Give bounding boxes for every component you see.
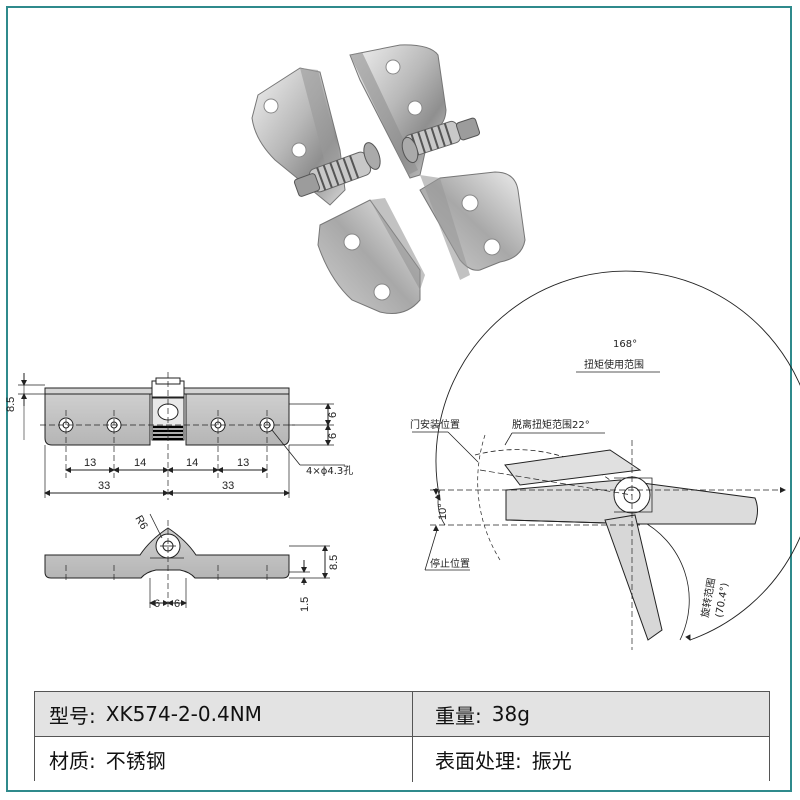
dim-offset-left: 6	[154, 598, 160, 610]
door-position-label: 门安装位置	[410, 418, 460, 431]
dim-offset-right: 6	[174, 598, 180, 610]
weight-label: 重量:	[435, 703, 482, 728]
finish-cell: 表面处理: 振光	[435, 737, 572, 782]
model-label: 型号:	[49, 703, 96, 728]
dim-half-right: 33	[222, 480, 234, 492]
dim-height-total: 8.5	[5, 397, 17, 412]
weight-value: 38g	[491, 702, 530, 726]
dim-thickness: 1.5	[299, 597, 311, 612]
model-value: XK574-2-0.4NM	[105, 702, 262, 726]
material-label: 材质:	[49, 749, 96, 773]
stop-label: 停止位置	[430, 557, 470, 570]
spec-table: 型号: XK574-2-0.4NM 重量: 38g 材质: 不锈钢 表面处理: …	[34, 691, 770, 782]
dim-hole-b: 14	[134, 457, 146, 469]
angle-diagram	[412, 270, 800, 650]
holes-note: 4×ϕ4.3孔	[306, 465, 353, 477]
finish-value: 振光	[531, 749, 572, 773]
spec-row-2: 材质: 不锈钢 表面处理: 振光	[35, 737, 769, 782]
spec-divider	[412, 692, 413, 782]
dim-side-height: 8.5	[328, 555, 340, 570]
dim-vert-top: 6	[327, 412, 339, 418]
hinge-photo	[251, 44, 526, 314]
spec-row-1: 型号: XK574-2-0.4NM 重量: 38g	[35, 692, 769, 737]
top-view-drawing	[18, 372, 345, 500]
range-angle: 168°	[613, 339, 637, 350]
material-value: 不锈钢	[105, 749, 166, 773]
dim-hole-c: 14	[186, 457, 198, 469]
material-cell: 材质: 不锈钢	[49, 737, 166, 782]
side-view-drawing	[44, 513, 330, 610]
dim-vert-bottom: 6	[327, 433, 339, 439]
rotation-angle: (70.4°)	[714, 582, 731, 619]
dim-half-left: 33	[98, 480, 110, 492]
dim-hole-a: 13	[84, 457, 96, 469]
weight-cell: 重量: 38g	[435, 692, 530, 736]
release-label: 脱离扭矩范围22°	[512, 418, 590, 431]
torque-range-label: 扭矩使用范围	[584, 358, 644, 371]
dim-hole-d: 13	[237, 457, 249, 469]
model-cell: 型号: XK574-2-0.4NM	[49, 692, 262, 736]
outer-frame	[6, 6, 792, 792]
angle-labels: 168° 扭矩使用范围 门安装位置 脱离扭矩范围22° 10° 停止位置 旋转范…	[410, 339, 731, 619]
angle-10: 10°	[437, 503, 449, 520]
dim-radius: R6	[132, 514, 149, 532]
top-view-labels: 8.5 13 14 14 13 33 33 6 6 4×ϕ4.3孔	[5, 397, 353, 492]
finish-label: 表面处理:	[435, 749, 522, 773]
